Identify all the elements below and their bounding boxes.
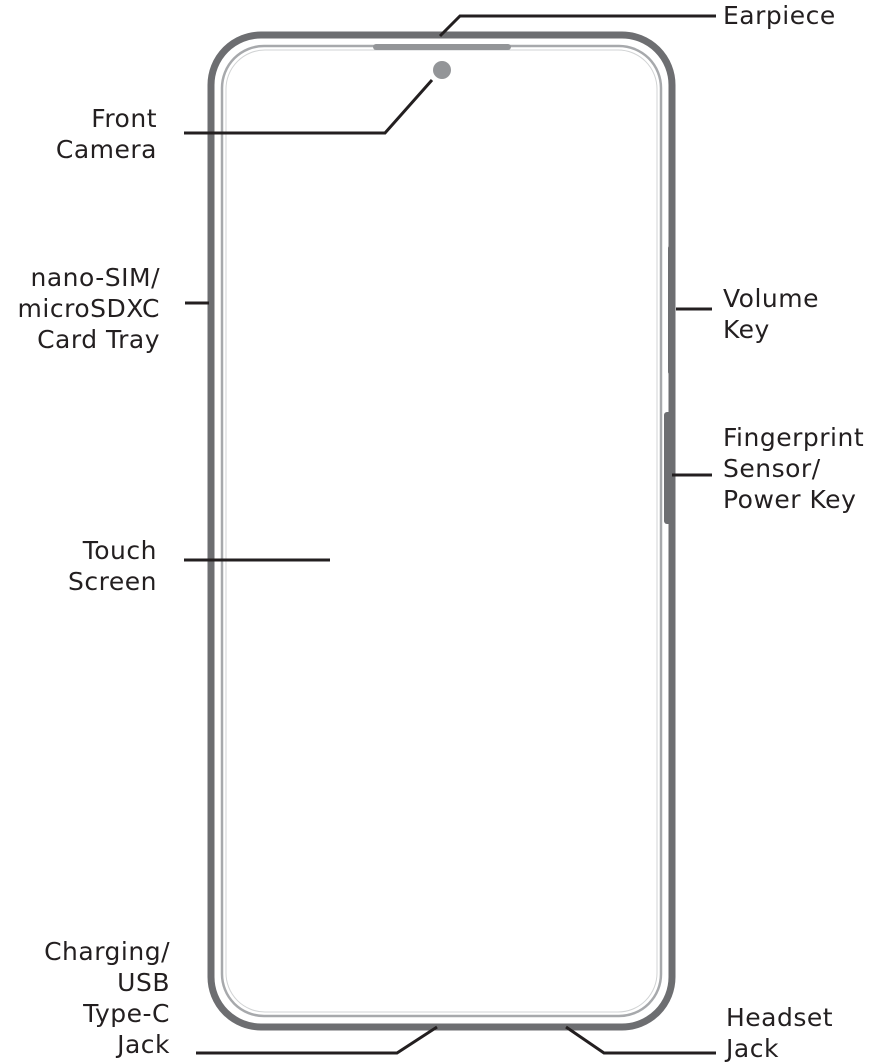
- touch-screen-label-line: Touch: [82, 536, 157, 565]
- touch-screen-label-line: Screen: [68, 567, 157, 596]
- front-camera-dot: [433, 61, 451, 79]
- touch-screen-label: Touch Screen: [68, 535, 157, 597]
- volume-key-label-line: Key: [723, 315, 770, 344]
- volume-key-label-line: Volume: [723, 284, 819, 313]
- sim-tray-label: nano-SIM/ microSDXC Card Tray: [18, 262, 160, 355]
- headset-jack-label-line: Jack: [726, 1034, 779, 1063]
- charging-port-label-line: Charging/: [44, 937, 170, 966]
- headset-jack-label-line: Headset: [726, 1003, 834, 1032]
- charging-port-label: Charging/ USB Type-C Jack: [44, 936, 170, 1060]
- charging-leader: [196, 1025, 438, 1055]
- phone-outer-frame: [207, 31, 676, 1031]
- front-camera-label: Front Camera: [56, 103, 157, 165]
- earpiece-label: Earpiece: [723, 0, 836, 31]
- headset-jack-label: Headset Jack: [726, 1002, 833, 1064]
- front-camera-label-line: Camera: [55, 135, 157, 164]
- sim-tray-label-line: nano-SIM/: [30, 263, 160, 292]
- phone-body: [207, 31, 676, 1031]
- charging-port-label-line: Jack: [117, 1030, 170, 1059]
- earpiece-leader: [438, 14, 716, 38]
- fingerprint-label-line: Fingerprint: [723, 423, 865, 452]
- fingerprint-label-line: Power Key: [723, 485, 857, 514]
- sim-tray-label-line: Card Tray: [37, 325, 160, 354]
- headset-leader: [565, 1025, 716, 1055]
- earpiece-slot: [373, 44, 511, 50]
- volume-key-label: Volume Key: [723, 283, 819, 345]
- fingerprint-label-line: Sensor/: [723, 454, 821, 483]
- volume-key-bump: [668, 245, 675, 375]
- leader-lines: [184, 14, 716, 1055]
- charging-port-label-line: Type-C: [83, 999, 170, 1028]
- sim-tray-bump: [208, 295, 212, 315]
- earpiece-label-line: Earpiece: [723, 1, 836, 30]
- sim-tray-label-line: microSDXC: [17, 294, 160, 323]
- front-camera-leader: [184, 79, 434, 135]
- fingerprint-label: Fingerprint Sensor/ Power Key: [723, 422, 864, 515]
- charging-port-label-line: USB: [117, 968, 170, 997]
- power-key-bump: [664, 412, 672, 524]
- front-camera-label-line: Front: [91, 104, 157, 133]
